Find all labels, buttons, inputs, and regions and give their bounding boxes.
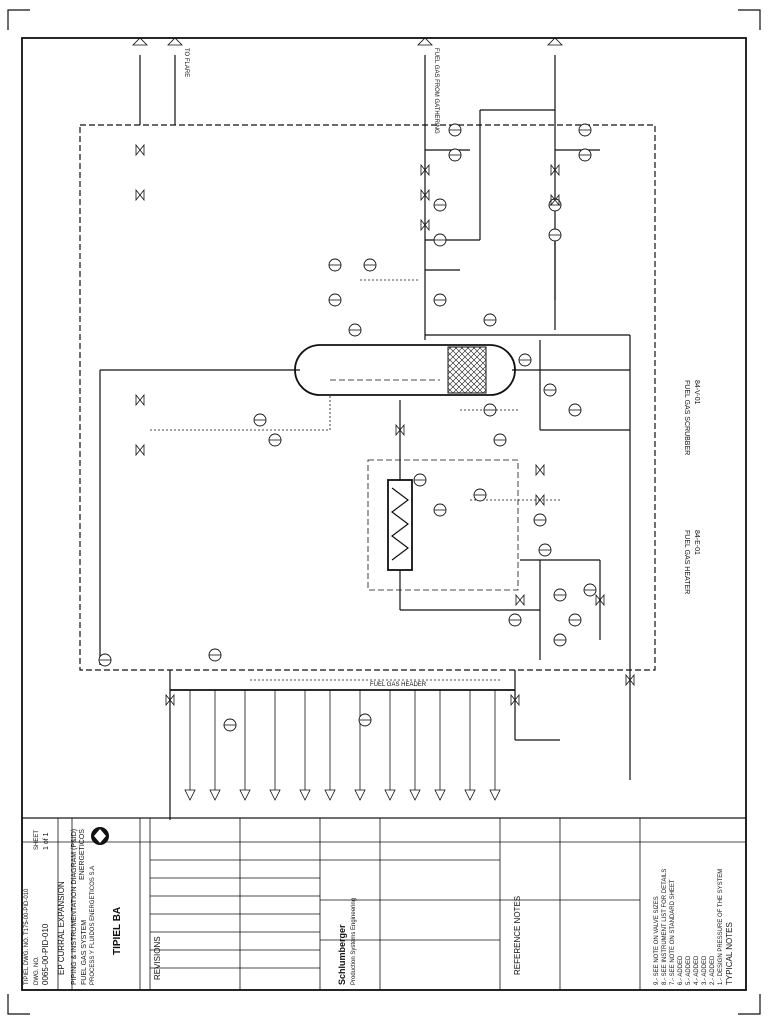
crop-marks <box>7 9 761 1015</box>
header-drop-arrow <box>269 789 281 801</box>
valve-icon <box>420 218 430 232</box>
note-item: 7.- SEE NOTE ON STANDARD SHEET <box>670 879 676 985</box>
valve-icon <box>515 593 525 607</box>
sheet-number: 1 of 1 <box>43 832 50 850</box>
heater-name: FUEL GAS HEATER <box>683 530 690 594</box>
inlet-label: FUEL GAS FROM GATHERING <box>433 48 439 134</box>
valve-icon <box>135 188 145 202</box>
valve-icon <box>595 593 605 607</box>
company-name: TIPIEL BA <box>112 907 123 955</box>
note-item: 8.- SEE INSTRUMENT LIST FOR DETAILS <box>662 869 668 985</box>
valve-icon <box>535 463 545 477</box>
package-boundary <box>79 124 656 671</box>
note-item: 3.- ADDED <box>702 955 708 985</box>
process-piping <box>99 109 631 820</box>
header-drop-arrow <box>209 789 221 801</box>
sheet-label: SHEET <box>34 830 40 850</box>
note-item: 9.- SEE NOTE ON VALVE SIZES <box>654 896 660 985</box>
valve-icon <box>420 163 430 177</box>
reference-notes-header: REFERENCE NOTES <box>513 896 522 975</box>
note-item: 1.- DESIGN PRESSURE OF THE SYSTEM <box>718 869 724 985</box>
heater-tag: 84-E-01 <box>693 530 700 555</box>
valve-icon <box>625 673 635 687</box>
valve-icon <box>135 443 145 457</box>
fuel-gas-heater <box>367 459 519 591</box>
header-drop-arrow <box>324 789 336 801</box>
valve-icon <box>420 188 430 202</box>
dwg-label: DWG. NO. <box>34 956 40 985</box>
valve-icon <box>535 493 545 507</box>
valve-icon <box>135 393 145 407</box>
scrubber-name: FUEL GAS SCRUBBER <box>683 380 690 455</box>
header-drop-arrow <box>354 789 366 801</box>
note-item: 4.- ADDED <box>694 955 700 985</box>
header-drop-arrow <box>434 789 446 801</box>
note-item: 2.- ADDED <box>710 955 716 985</box>
header-drops <box>184 690 501 801</box>
scrubber-tag: 84-V-01 <box>693 380 700 405</box>
dwg-number: 0065-00-PID-010 <box>41 923 50 985</box>
header-drop-arrow <box>184 789 196 801</box>
client-name: ENERGETICOS <box>79 829 86 880</box>
project-line-1: EP CURRAL EXPANSION <box>57 881 66 975</box>
valve-icon <box>135 143 145 157</box>
instrument-bubbles <box>98 123 597 732</box>
header-label: FUEL GAS HEADER <box>370 682 427 688</box>
valve-icon <box>550 193 560 207</box>
contractor-subtitle: Production Systems Engineering <box>351 898 357 985</box>
title-block-text: TIPIEL BA ENERGETICOS EP CURRAL EXPANSIO… <box>24 829 522 985</box>
valve-icon <box>510 693 520 707</box>
inlet-lines <box>132 37 563 340</box>
note-item: 6.- ADDED <box>678 955 684 985</box>
header-drop-arrow <box>384 789 396 801</box>
header-drop-arrow <box>489 789 501 801</box>
project-line-3: FUEL GAS SYSTEM <box>81 920 88 985</box>
valve-icon <box>165 693 175 707</box>
signal-lines <box>150 279 560 681</box>
title-block <box>21 817 747 991</box>
notes-header: TYPICAL NOTES <box>725 922 734 985</box>
header-drop-arrow <box>464 789 476 801</box>
flare-label: TO FLARE <box>183 48 189 77</box>
header-drop-arrow <box>299 789 311 801</box>
project-line-2: PIPING & INSTRUMENTATION DIAGRAM (P&ID) <box>71 829 78 985</box>
revisions-header: REVISIONS <box>153 936 162 980</box>
subtitle: PROCESS Y FLUIDOS ENERGETICOS S.A <box>90 866 96 985</box>
note-item: 5.- ADDED <box>686 955 692 985</box>
valve-icon <box>395 423 405 437</box>
valve-symbols <box>135 143 635 707</box>
drawing-border <box>21 37 747 991</box>
company-logo <box>91 827 109 845</box>
fuel-gas-scrubber <box>294 344 516 396</box>
contractor-name: Schlumberger <box>337 924 347 985</box>
header-drop-arrow <box>239 789 251 801</box>
header-drop-arrow <box>409 789 421 801</box>
notes-panel: TYPICAL NOTES 1.- DESIGN PRESSURE OF THE… <box>654 869 734 985</box>
tipiel-dwg-number: TIPIEL DWG. NO. T175-00-PID-010 <box>24 888 30 985</box>
valve-icon <box>550 163 560 177</box>
